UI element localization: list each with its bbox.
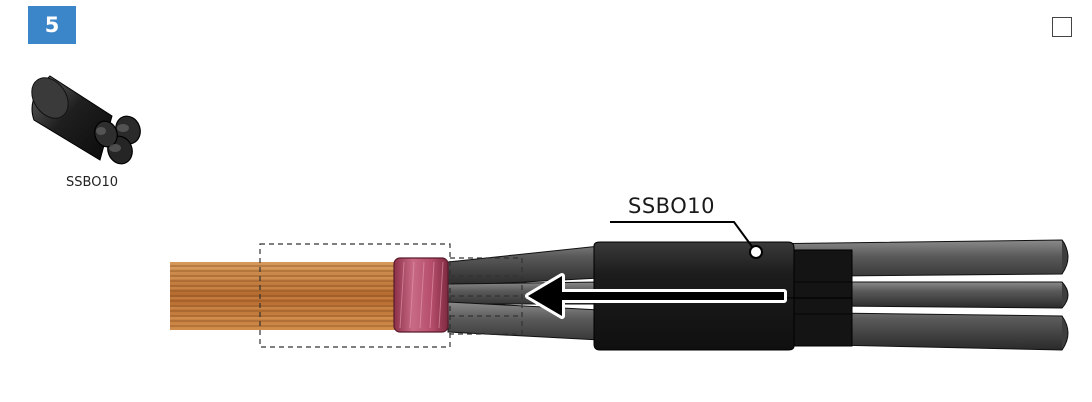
step-complete-checkbox[interactable] — [1052, 17, 1072, 37]
dashed-guide-conductor — [259, 243, 451, 348]
part-code-label: SSBO10 — [66, 175, 118, 190]
callout-label: SSBO10 — [628, 194, 715, 218]
callout-leader — [610, 221, 763, 259]
tape-wrap — [393, 257, 449, 333]
dashed-guide-cores — [449, 257, 523, 335]
breakout-boot-icon — [31, 75, 141, 165]
step-number-badge: 5 — [28, 6, 76, 44]
left-arrow-icon — [525, 273, 787, 319]
copper-conductor — [170, 262, 398, 330]
